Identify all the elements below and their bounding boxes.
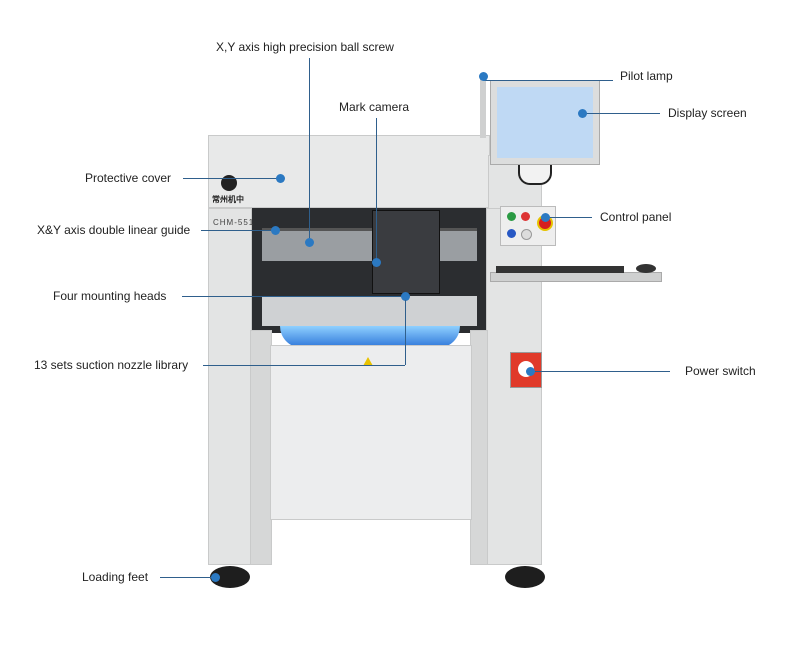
dot-linear-guide bbox=[271, 226, 280, 235]
label-control-panel: Control panel bbox=[600, 210, 672, 224]
button-white bbox=[521, 229, 532, 240]
dot-loading-feet bbox=[211, 573, 220, 582]
dot-display-screen bbox=[578, 109, 587, 118]
keyboard-tray bbox=[490, 272, 662, 282]
leader-control-panel bbox=[545, 217, 592, 218]
leader-mark-camera bbox=[376, 118, 377, 262]
label-pilot-lamp: Pilot lamp bbox=[620, 69, 673, 83]
monitor-mount bbox=[518, 165, 552, 185]
button-blue bbox=[507, 229, 516, 238]
dot-control-panel bbox=[541, 213, 550, 222]
foot-right bbox=[505, 566, 545, 588]
left-column bbox=[208, 208, 252, 565]
dot-protective-cover bbox=[276, 174, 285, 183]
dot-mark-camera bbox=[372, 258, 381, 267]
leader-protective-cover bbox=[183, 178, 280, 179]
logo-icon bbox=[221, 175, 237, 191]
label-protective-cover: Protective cover bbox=[85, 171, 172, 185]
leader-power-switch bbox=[530, 371, 670, 372]
label-linear-guide: X&Y axis double linear guide bbox=[37, 223, 191, 237]
monitor bbox=[490, 80, 600, 165]
leader-display-screen bbox=[582, 113, 660, 114]
label-display-screen: Display screen bbox=[668, 106, 747, 120]
keyboard bbox=[496, 266, 624, 273]
dot-ball-screw bbox=[305, 238, 314, 247]
control-panel-box bbox=[500, 206, 556, 246]
foot-left bbox=[210, 566, 250, 588]
button-green bbox=[507, 212, 516, 221]
label-mounting-heads: Four mounting heads bbox=[53, 289, 167, 303]
model-label: CHM-551 bbox=[213, 218, 255, 227]
dot-mounting-heads bbox=[401, 292, 410, 301]
leader-nozzle-library bbox=[203, 365, 405, 366]
mouse bbox=[636, 264, 656, 273]
leader-pilot-lamp bbox=[483, 80, 613, 81]
right-column-inner bbox=[470, 330, 488, 565]
logo-text: 常州机中 bbox=[212, 195, 244, 204]
dot-pilot-lamp bbox=[479, 72, 488, 81]
warning-sign bbox=[363, 357, 373, 366]
pilot-lamp-pole bbox=[480, 78, 486, 138]
leader-mounting-heads bbox=[182, 296, 405, 297]
leader-loading-feet bbox=[160, 577, 215, 578]
conveyor-table bbox=[262, 296, 477, 326]
mounting-heads bbox=[372, 210, 440, 294]
monitor-screen bbox=[497, 87, 593, 158]
label-power-switch: Power switch bbox=[685, 364, 756, 378]
top-cover bbox=[208, 135, 490, 208]
nozzle-library-bar bbox=[280, 326, 460, 348]
dot-power-switch bbox=[526, 367, 535, 376]
lower-cabinet bbox=[270, 345, 472, 520]
leader-nozzle-library-vertical bbox=[405, 300, 406, 365]
label-nozzle-library: 13 sets suction nozzle library bbox=[34, 358, 189, 372]
label-mark-camera: Mark camera bbox=[339, 100, 410, 114]
leader-linear-guide bbox=[201, 230, 275, 231]
label-ball-screw: X,Y axis high precision ball screw bbox=[216, 40, 394, 54]
leader-ball-screw bbox=[309, 58, 310, 242]
button-red bbox=[521, 212, 530, 221]
gantry bbox=[262, 228, 477, 261]
label-loading-feet: Loading feet bbox=[82, 570, 149, 584]
